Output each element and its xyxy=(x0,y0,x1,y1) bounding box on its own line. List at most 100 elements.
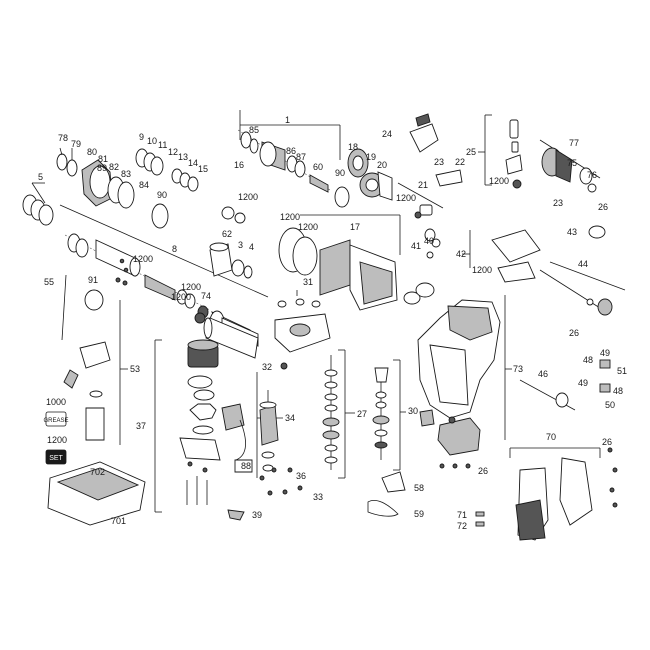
part-label: 32 xyxy=(262,362,272,372)
svg-text:GREASE: GREASE xyxy=(43,418,68,424)
part-label: 18 xyxy=(348,142,358,152)
part-label: 39 xyxy=(252,510,262,520)
part-label: 21 xyxy=(418,180,428,190)
part-label: 83 xyxy=(121,169,131,179)
part-label: 90 xyxy=(335,168,345,178)
sleeve-62 xyxy=(209,242,253,279)
part-label: 76 xyxy=(587,170,597,180)
gear-housing-17 xyxy=(278,214,435,311)
part-label: 86 xyxy=(286,146,296,156)
part-label: 81 xyxy=(98,154,108,164)
part-label: 10 xyxy=(147,136,157,146)
part-label: 14 xyxy=(188,158,198,168)
part-label: 36 xyxy=(296,471,306,481)
part-label: 37 xyxy=(136,421,146,431)
spacer-stack-27 xyxy=(322,349,355,479)
part-label: 1200 xyxy=(472,265,492,275)
carry-case-701 xyxy=(47,461,146,526)
svg-text:SET: SET xyxy=(49,455,63,462)
part-label: 701 xyxy=(111,516,126,526)
part-label: 24 xyxy=(382,129,392,139)
set-badge: SET xyxy=(45,449,67,465)
part-label: 1200 xyxy=(280,212,300,222)
chuck-assembly-8 xyxy=(59,204,269,347)
part-label: 1000 xyxy=(46,397,66,407)
side-handle-53 xyxy=(61,274,128,445)
part-label: 1200 xyxy=(396,193,416,203)
part-label: 26 xyxy=(478,466,488,476)
part-label: 77 xyxy=(569,138,579,148)
part-label: 42 xyxy=(456,249,466,259)
part-label: 43 xyxy=(567,227,577,237)
part-label: 1200 xyxy=(238,192,258,202)
part-label: 1200 xyxy=(171,292,191,302)
part-label: 33 xyxy=(313,492,323,502)
part-label: 1200 xyxy=(489,176,509,186)
gear-shaft-assembly-1 xyxy=(221,110,393,224)
part-label: 26 xyxy=(598,202,608,212)
part-label: 80 xyxy=(87,147,97,157)
part-label: 4 xyxy=(249,242,254,252)
part-label: 25 xyxy=(466,147,476,157)
part-label: 30 xyxy=(408,406,418,416)
switch-parts-top-right xyxy=(409,113,601,193)
main-housing-73 xyxy=(417,295,512,456)
part-label: 702 xyxy=(90,467,105,477)
part-label: 31 xyxy=(303,277,313,287)
cap-43 xyxy=(588,225,606,239)
part-label: 73 xyxy=(513,364,523,374)
plate-42 xyxy=(462,229,541,283)
part-label: 1200 xyxy=(298,222,318,232)
part-label: 3 xyxy=(238,240,243,250)
part-label: 41 xyxy=(411,241,421,251)
part-label: 71 xyxy=(457,510,467,520)
part-label: 78 xyxy=(58,133,68,143)
part-label: 13 xyxy=(178,152,188,162)
part-label: 20 xyxy=(377,160,387,170)
part-label: 26 xyxy=(569,328,579,338)
part-label: 16 xyxy=(234,160,244,170)
part-label: 91 xyxy=(88,275,98,285)
crank-plate-31 xyxy=(274,290,331,353)
part-label: 23 xyxy=(434,157,444,167)
seal-59 xyxy=(367,500,399,517)
part-label: 49 xyxy=(600,348,610,358)
part-label: 50 xyxy=(605,400,615,410)
ring-set-top-left xyxy=(22,147,199,229)
part-label: 79 xyxy=(71,139,81,149)
cylinder-74 xyxy=(194,312,259,359)
part-label: 53 xyxy=(130,364,140,374)
part-label: 40 xyxy=(424,236,434,246)
part-label: 9 xyxy=(139,132,144,142)
part-label: 85 xyxy=(249,125,259,135)
part-label: 22 xyxy=(455,157,465,167)
part-label: 23 xyxy=(553,198,563,208)
screws-misc xyxy=(227,447,618,527)
part-label: 8 xyxy=(172,244,177,254)
grease-badge: GREASE xyxy=(43,411,69,427)
part-label: 84 xyxy=(139,180,149,190)
armature-34 xyxy=(256,362,288,478)
part-label: 59 xyxy=(414,509,424,519)
part-label: 5 xyxy=(38,172,43,182)
part-label: 89 xyxy=(97,163,107,173)
part-label: 27 xyxy=(357,409,367,419)
part-label: 74 xyxy=(201,291,211,301)
part-label: 1200 xyxy=(47,435,67,445)
part-label: 55 xyxy=(44,277,54,287)
lever-parts-21 xyxy=(397,182,444,259)
part-label: 34 xyxy=(285,413,295,423)
part-label: 90 xyxy=(157,190,167,200)
part-label: 48 xyxy=(583,355,593,365)
part-label: 26 xyxy=(602,437,612,447)
part-label: 58 xyxy=(414,483,424,493)
part-label: 48 xyxy=(613,386,623,396)
part-label: 49 xyxy=(578,378,588,388)
part-label: 70 xyxy=(546,432,556,442)
part-label: 1200 xyxy=(181,282,201,292)
part-label: 87 xyxy=(296,152,306,162)
part-number-labels: 1 3 4 5 8 9 10 11 12 13 14 15 16 17 18 1… xyxy=(38,115,627,531)
part-label: 1200 xyxy=(133,254,153,264)
pad-58 xyxy=(381,471,406,493)
